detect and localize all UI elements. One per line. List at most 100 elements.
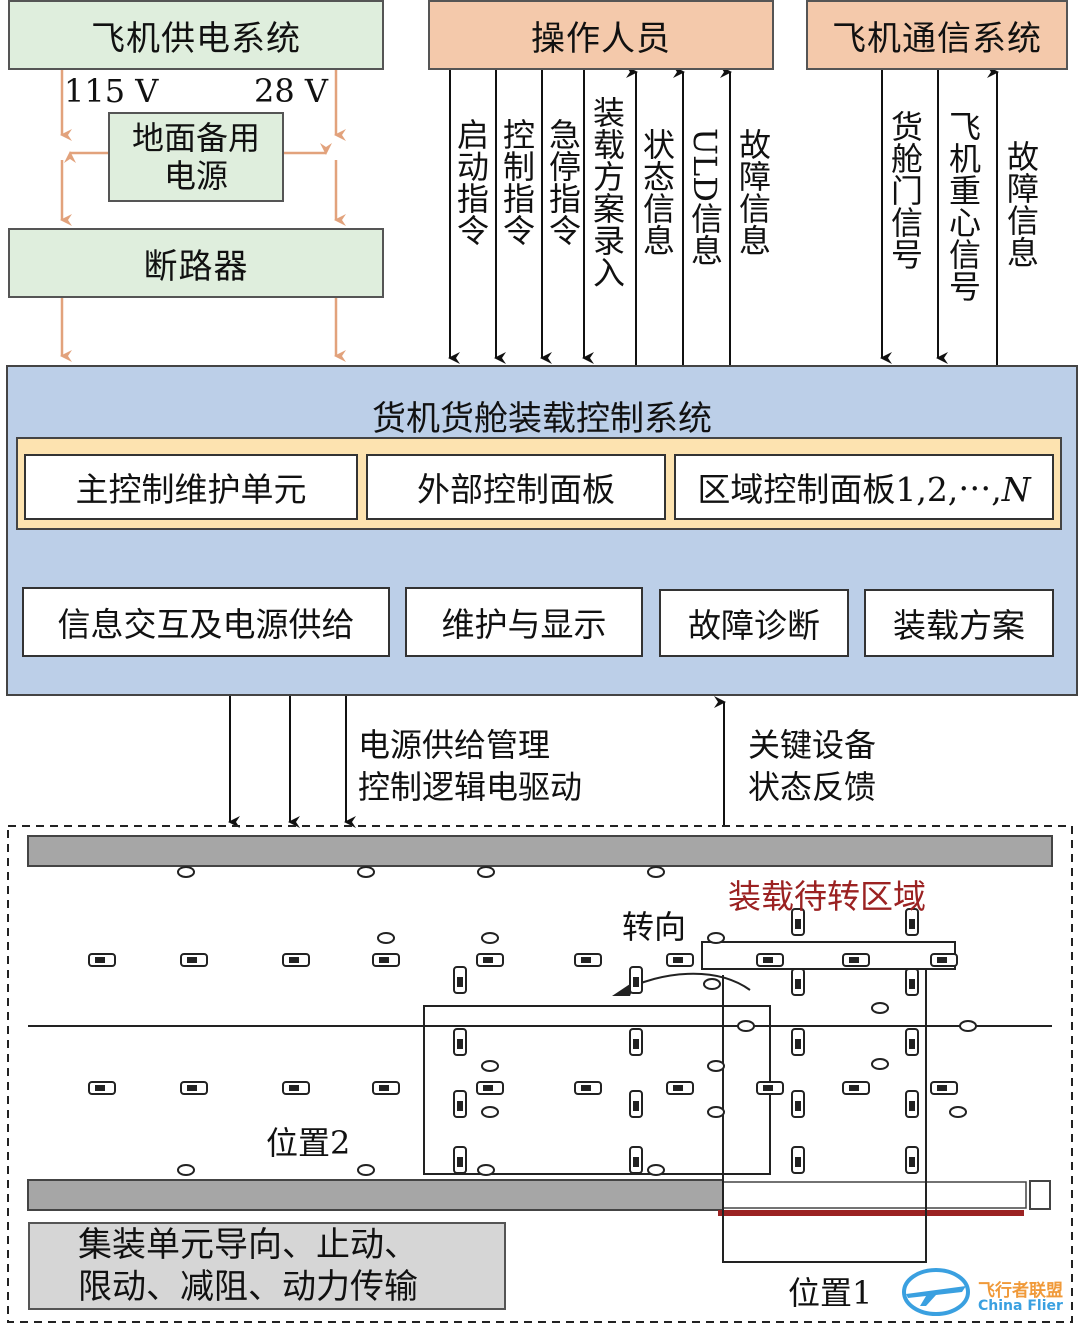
roller-core: [909, 1101, 915, 1111]
ground-power-box: 地面备用 电源: [108, 112, 284, 202]
roller-core: [795, 979, 801, 989]
function-loading-plan-label: 装载方案: [893, 606, 1025, 645]
breaker-label: 断路器: [143, 246, 249, 287]
roller-core: [763, 957, 773, 963]
position1-outline: [722, 970, 927, 1263]
ball-mat: [871, 1058, 889, 1070]
ground-power-line1: 地面备用: [131, 119, 260, 157]
signal-control-command: 控制指令: [498, 118, 536, 246]
ball-mat: [177, 1164, 195, 1176]
external-control-panel: 外部控制面板: [366, 454, 666, 520]
ball-mat: [357, 866, 375, 878]
roller-core: [673, 1085, 683, 1091]
ball-mat: [481, 932, 499, 944]
roller-core: [457, 1039, 463, 1049]
signal-loading-plan: 装载方案录入: [588, 96, 626, 288]
function-maintenance-display-label: 维护与显示: [441, 605, 607, 644]
ball-mat: [707, 1060, 725, 1072]
bottom-rail-open: [722, 1181, 1027, 1209]
zone-control-panel-label: 区域控制面板1,2,⋯,N: [697, 463, 1030, 511]
ball-mat: [647, 1164, 665, 1176]
down-label-line2: 控制逻辑电驱动: [358, 768, 583, 806]
power-system-title: 飞机供电系统: [91, 18, 301, 59]
zone-control-panel: 区域控制面板1,2,⋯,N: [674, 454, 1054, 520]
rollers: [88, 866, 977, 1176]
roller-core: [379, 1085, 389, 1091]
position2-label: 位置2: [266, 1124, 351, 1162]
turn-arrow: [624, 972, 751, 991]
zone-control-panel-n: N: [1001, 470, 1031, 509]
roller-core: [457, 1157, 463, 1167]
roller-core: [289, 1085, 299, 1091]
function-loading-plan: 装载方案: [864, 589, 1054, 657]
breaker-box: 断路器: [8, 228, 384, 298]
roller-core: [95, 1085, 105, 1091]
ball-mat: [481, 1060, 499, 1072]
roller-core: [795, 919, 801, 929]
roller-core: [909, 979, 915, 989]
roller-core: [937, 957, 947, 963]
ball-mat: [481, 1106, 499, 1118]
roller-core: [379, 957, 389, 963]
voltage-28-label: 28 V: [254, 72, 328, 110]
transfer-zone-label: 装载待转区域: [728, 877, 926, 916]
bottom-rail-end: [1029, 1180, 1051, 1210]
ball-mat: [703, 978, 721, 990]
ball-mat: [871, 1002, 889, 1014]
main-control-unit-label: 主控制维护单元: [75, 470, 307, 509]
roller-core: [909, 919, 915, 929]
signal-start-command: 启动指令: [452, 118, 490, 246]
ball-mat: [477, 1164, 495, 1176]
roller-core: [633, 1039, 639, 1049]
watermark-en: China Flier: [978, 1298, 1063, 1314]
signal-comm-fault: 故障信息: [1002, 140, 1040, 268]
roller-core: [795, 1157, 801, 1167]
external-control-panel-label: 外部控制面板: [417, 470, 615, 509]
roller-core: [909, 1157, 915, 1167]
signal-uld-info: ULD信息: [686, 128, 724, 266]
power-arrows: [60, 70, 346, 362]
roller-core: [849, 957, 859, 963]
ball-mat: [707, 1106, 725, 1118]
watermark-logo: [896, 1262, 976, 1322]
top-rail: [27, 835, 1053, 867]
roller-core: [849, 1085, 859, 1091]
comm-arrows: [880, 66, 999, 365]
roller-core: [909, 1039, 915, 1049]
transfer-strip: [718, 1210, 1024, 1216]
down-arrows: [228, 696, 726, 828]
ball-mat: [177, 866, 195, 878]
ball-mat: [647, 866, 665, 878]
roller-core: [289, 957, 299, 963]
function-fault-diagnosis: 故障诊断: [659, 589, 849, 657]
roller-core: [633, 1101, 639, 1111]
roller-core: [187, 1085, 197, 1091]
roller-core: [633, 977, 639, 987]
roller-core: [795, 1101, 801, 1111]
up-label-line2: 状态反馈: [748, 768, 877, 806]
signal-fault-info: 故障信息: [734, 128, 772, 256]
ground-power-line2: 电源: [163, 157, 228, 195]
roller-core: [633, 1157, 639, 1167]
cargo-area-border: [7, 825, 1073, 1323]
airplane-icon: [902, 1268, 970, 1316]
signal-status-info: 状态信息: [638, 128, 676, 256]
roller-core: [937, 1085, 947, 1091]
watermark-cn: 飞行者联盟: [978, 1281, 1063, 1301]
signal-emergency-stop: 急停指令: [544, 118, 582, 246]
roller-core: [581, 957, 591, 963]
uld-function-line1: 集装单元导向、止动、: [78, 1225, 418, 1265]
ball-mat: [357, 1164, 375, 1176]
power-system-box: 飞机供电系统: [8, 0, 384, 70]
voltage-115-label: 115 V: [64, 72, 159, 110]
main-control-unit: 主控制维护单元: [24, 454, 358, 520]
turn-bar: [701, 941, 956, 970]
signal-cargo-door: 货舱门信号: [886, 110, 924, 270]
ball-mat: [959, 1020, 977, 1032]
operator-title: 操作人员: [531, 18, 671, 59]
ball-mat: [737, 1020, 755, 1032]
comm-system-box: 飞机通信系统: [806, 0, 1068, 70]
control-system-title: 货机货舱装载控制系统: [372, 399, 712, 439]
roller-core: [795, 1039, 801, 1049]
